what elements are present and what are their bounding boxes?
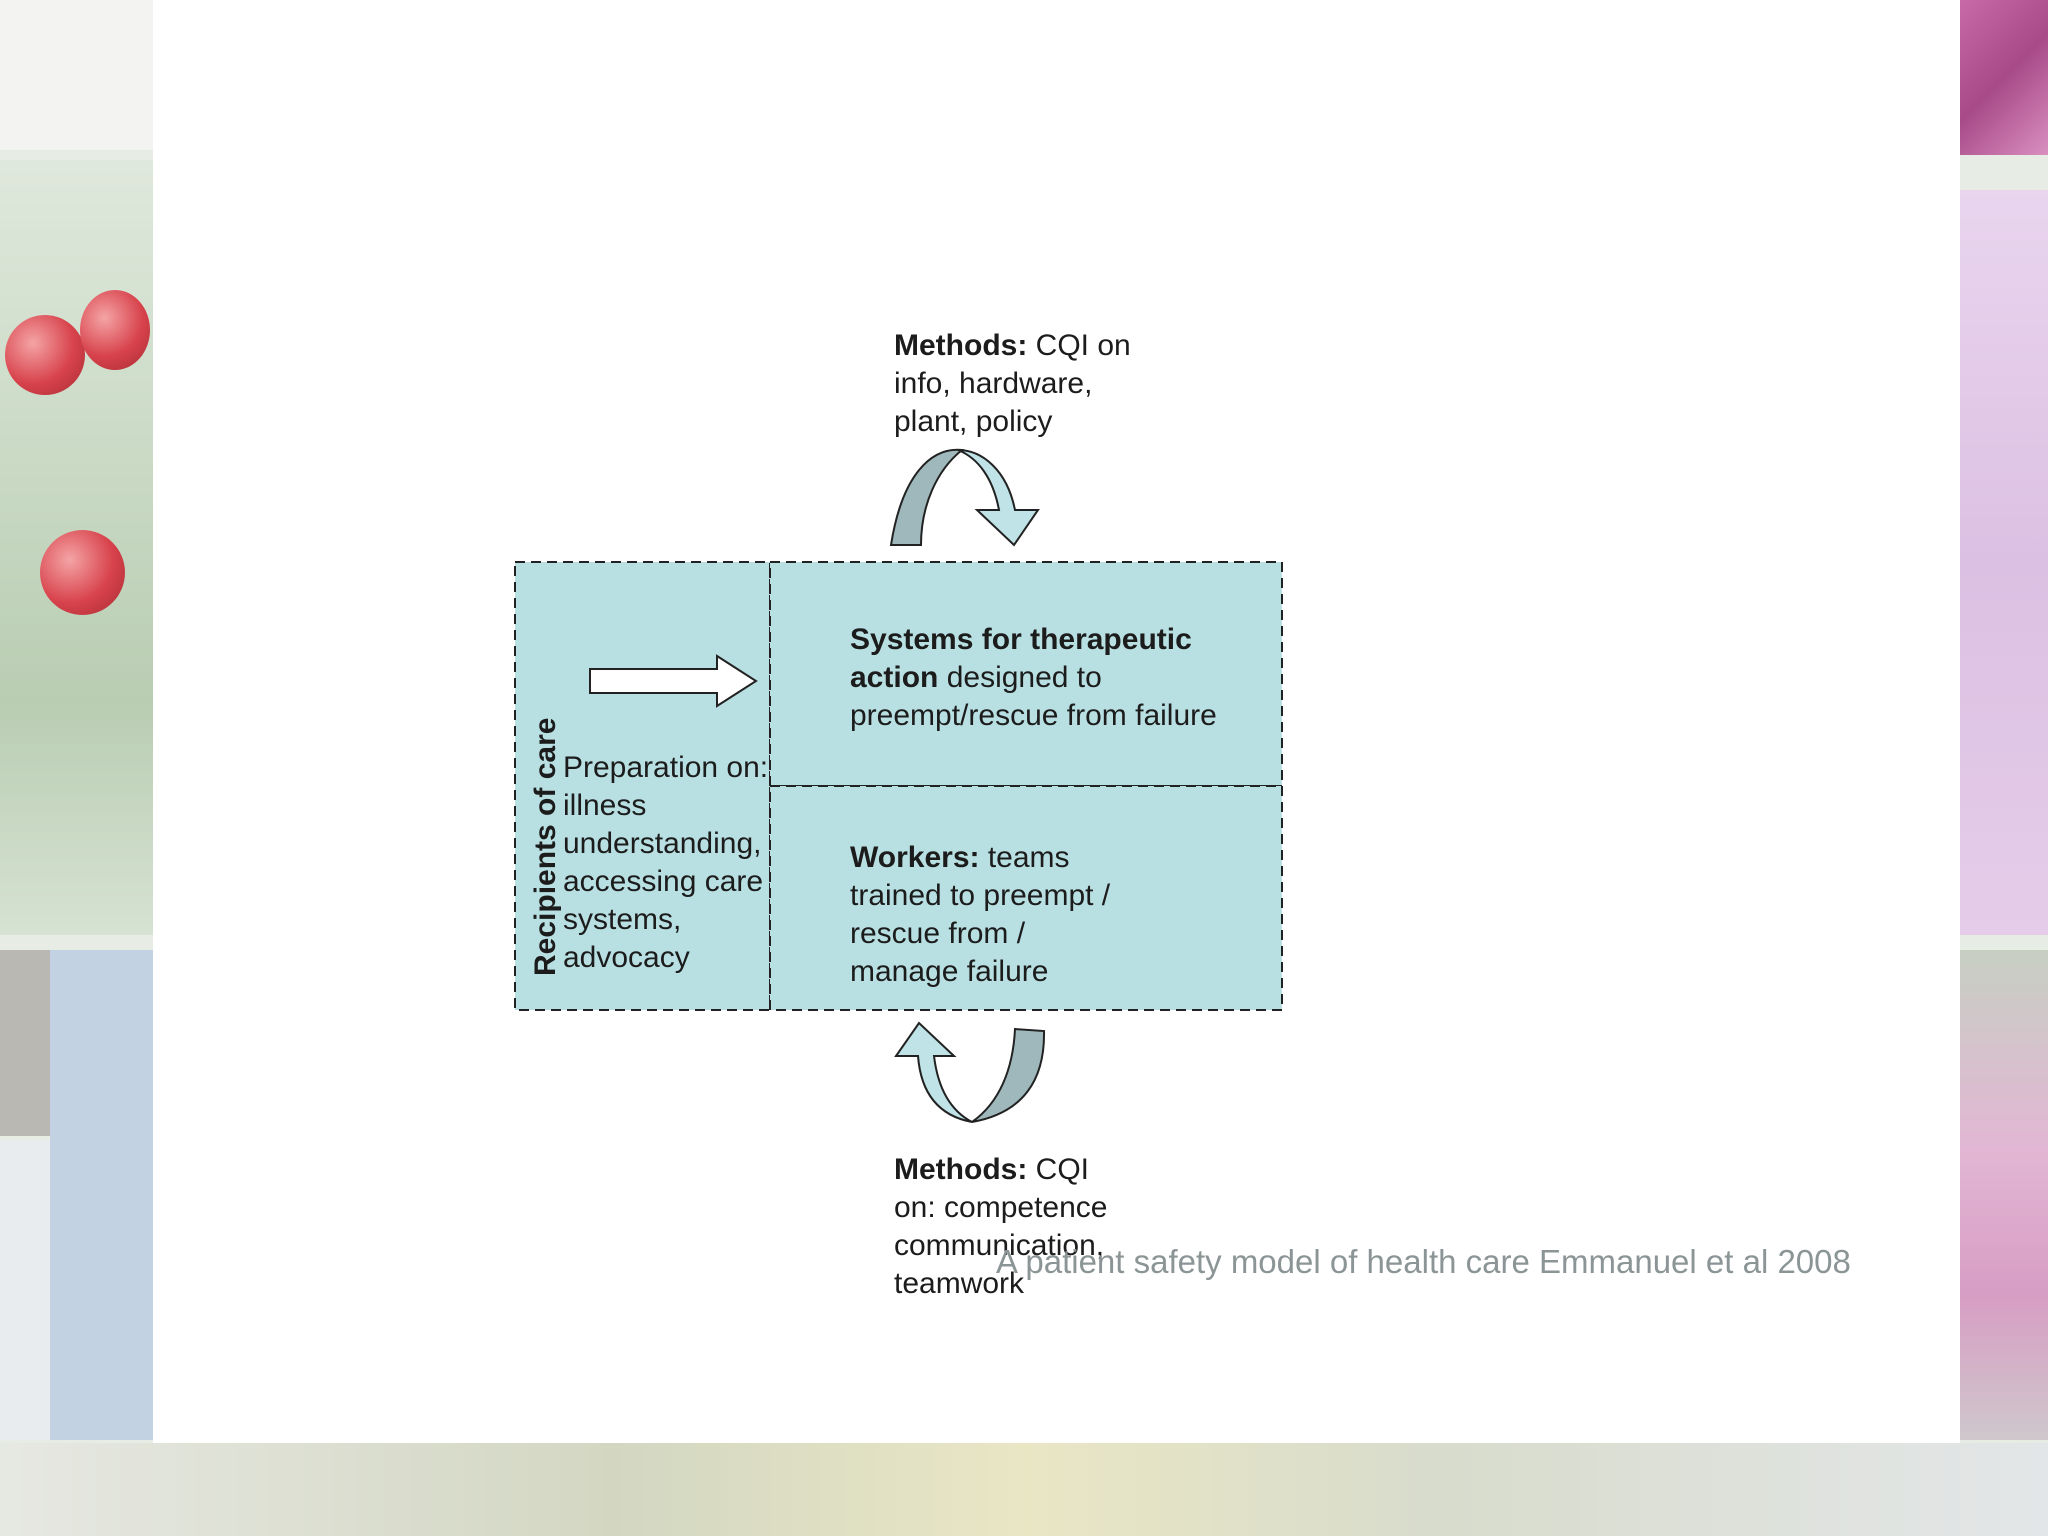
methods-bottom-bold: Methods: (894, 1153, 1028, 1186)
systems-bold-line-2: action (850, 661, 939, 694)
systems-text: Systems for therapeutic action designed … (850, 621, 1217, 735)
top-arrow-light-head (957, 449, 1040, 547)
preparation-line-1: Preparation on: (563, 751, 769, 784)
background-panel-bottom (0, 1443, 2048, 1536)
methods-bottom-line-2: on: competence (894, 1191, 1108, 1224)
workers-line-3: rescue from / (850, 917, 1026, 950)
right-arrow-icon (589, 654, 758, 708)
methods-top-line-1-rest: CQI on (1027, 329, 1131, 362)
background-panel-right-mauve (1960, 190, 2048, 935)
top-cycle-arrow-icon (889, 448, 1040, 547)
recipients-box (514, 561, 771, 1011)
systems-line-3: preempt/rescue from failure (850, 699, 1217, 732)
background-panel-left-grey (0, 950, 50, 1136)
workers-box (769, 785, 1283, 1011)
bottom-cycle-arrow-icon (894, 1021, 1046, 1123)
preparation-line-2: illness (563, 789, 647, 822)
workers-line-2: trained to preempt / (850, 879, 1111, 912)
recipients-of-care-label: Recipients of care (529, 717, 562, 976)
background-panel-left-blue (50, 950, 153, 1440)
systems-line-2-rest: designed to (938, 661, 1102, 694)
background-panel-left-light (0, 1140, 50, 1440)
background-panel-right-pink-bottom (1960, 950, 2048, 1440)
workers-bold: Workers: (850, 841, 980, 874)
methods-bottom-line-4: teamwork (894, 1267, 1025, 1300)
methods-top-line-1: Methods: CQI on (894, 327, 1131, 365)
figure-caption: A patient safety model of health care Em… (996, 1243, 1851, 1280)
systems-line-2: action designed to (850, 659, 1217, 697)
preparation-line-6: advocacy (563, 941, 690, 974)
berry-image (5, 315, 85, 395)
background-panel-right-pink-top (1960, 0, 2048, 155)
workers-line-4: manage failure (850, 955, 1049, 988)
methods-bottom-text: Methods: CQI on: competence communicatio… (894, 1151, 1107, 1303)
bottom-arrow-dark-band (971, 1027, 1046, 1123)
methods-bottom-line-3: communication, (894, 1229, 1105, 1262)
systems-bold-line-1: Systems for therapeutic (850, 623, 1192, 656)
preparation-line-3: understanding, (563, 827, 762, 860)
preparation-line-5: systems, (563, 903, 682, 936)
workers-text: Workers: teams trained to preempt / resc… (850, 839, 1110, 991)
top-arrow-dark-band (889, 448, 965, 546)
systems-line-1: Systems for therapeutic (850, 621, 1217, 659)
methods-bottom-line-1-rest: CQI (1027, 1153, 1089, 1186)
bottom-arrow-light-head (894, 1021, 973, 1123)
systems-box (769, 561, 1283, 787)
workers-line-1-rest: teams (979, 841, 1070, 874)
methods-top-text: Methods: CQI on info, hardware, plant, p… (894, 327, 1131, 441)
preparation-text: Preparation on: illness understanding, a… (563, 749, 768, 977)
methods-top-line-3: plant, policy (894, 405, 1053, 438)
berry-image (40, 530, 125, 615)
preparation-line-4: accessing care (563, 865, 764, 898)
methods-top-bold: Methods: (894, 329, 1028, 362)
workers-line-1: Workers: teams (850, 839, 1110, 877)
berry-image (80, 290, 150, 370)
methods-top-line-2: info, hardware, (894, 367, 1093, 400)
methods-bottom-line-1: Methods: CQI (894, 1151, 1107, 1189)
background-panel-top-left (0, 0, 153, 150)
